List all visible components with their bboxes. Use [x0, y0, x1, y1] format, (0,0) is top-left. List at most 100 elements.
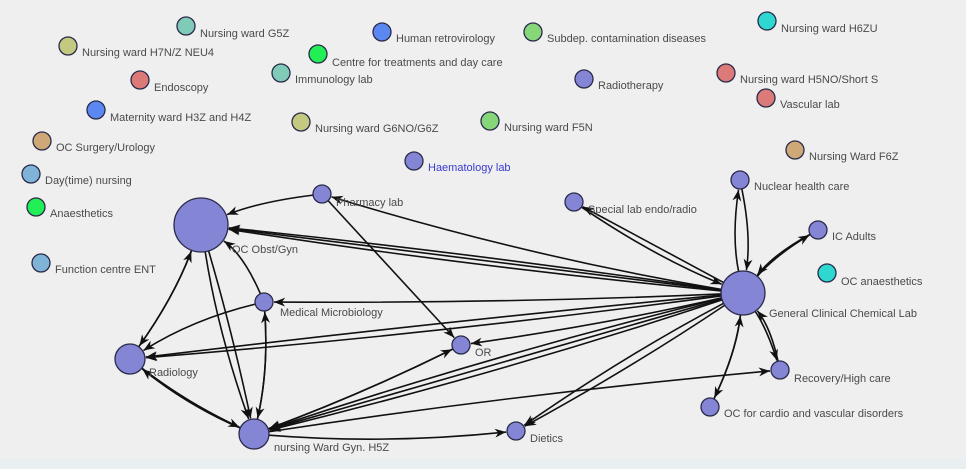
- node-circle[interactable]: [506, 421, 526, 441]
- edge-obgyn-to-h5z[interactable]: [204, 251, 250, 420]
- node-circle[interactable]: [86, 100, 106, 120]
- node-ocsu[interactable]: OC Surgery/Urology: [32, 131, 156, 154]
- edge-gccl-to-recov[interactable]: [754, 310, 778, 361]
- node-circle[interactable]: [21, 164, 41, 184]
- node-circle[interactable]: [114, 343, 146, 375]
- node-circle[interactable]: [271, 63, 291, 83]
- edge-micro-to-obgyn[interactable]: [223, 240, 262, 295]
- node-ocan[interactable]: OC anaesthetics: [817, 263, 923, 288]
- edge-gccl-to-radio[interactable]: [145, 295, 722, 362]
- node-circle[interactable]: [574, 69, 594, 89]
- node-circle[interactable]: [480, 111, 500, 131]
- edge-h5z-to-micro[interactable]: [256, 311, 271, 420]
- edge-h5z-to-diet[interactable]: [268, 428, 507, 440]
- edge-gccl-to-spec[interactable]: [582, 206, 725, 284]
- node-day[interactable]: Day(time) nursing: [21, 164, 132, 187]
- node-circle[interactable]: [756, 88, 776, 108]
- node-circle[interactable]: [564, 192, 584, 212]
- node-f5n[interactable]: Nursing ward F5N: [480, 111, 593, 134]
- edge-gccl-to-nucl[interactable]: [732, 189, 742, 272]
- node-circle[interactable]: [700, 397, 720, 417]
- node-circle[interactable]: [31, 253, 51, 273]
- edge-gccl-to-h5z[interactable]: [269, 298, 723, 431]
- node-h6zu[interactable]: Nursing ward H6ZU: [757, 11, 878, 35]
- node-fent[interactable]: Function centre ENT: [31, 253, 156, 276]
- node-circle[interactable]: [58, 36, 78, 56]
- node-subd[interactable]: Subdep. contamination diseases: [523, 22, 706, 45]
- node-ctdc[interactable]: Centre for treatments and day care: [308, 44, 503, 69]
- edge-gccl-to-or[interactable]: [470, 297, 722, 347]
- node-circle[interactable]: [130, 70, 150, 90]
- edge-radio-to-obgyn[interactable]: [138, 250, 192, 348]
- edge-icad-to-gccl[interactable]: [756, 233, 811, 276]
- node-diet[interactable]: Dietics: [506, 421, 564, 445]
- node-haem[interactable]: Haematology lab: [404, 151, 511, 174]
- node-circle[interactable]: [523, 22, 543, 42]
- edge-pharm-to-obgyn[interactable]: [226, 194, 314, 216]
- node-f6z[interactable]: Nursing Ward F6Z: [785, 140, 899, 163]
- edge-or-to-h5z[interactable]: [268, 348, 454, 430]
- edge-recov-to-gccl[interactable]: [756, 310, 779, 362]
- node-circle[interactable]: [720, 270, 766, 316]
- node-h7n[interactable]: Nursing ward H7N/Z NEU4: [58, 36, 214, 59]
- node-circle[interactable]: [372, 22, 392, 42]
- edge-h5z-to-radio[interactable]: [141, 368, 241, 429]
- node-circle[interactable]: [291, 112, 311, 132]
- node-mat[interactable]: Maternity ward H3Z and H4Z: [86, 100, 251, 124]
- node-circle[interactable]: [404, 151, 424, 171]
- node-circle[interactable]: [254, 292, 274, 312]
- node-micro[interactable]: Medical Microbiology: [254, 292, 383, 319]
- node-h5z[interactable]: nursing Ward Gyn. H5Z: [238, 418, 389, 454]
- node-circle[interactable]: [785, 140, 805, 160]
- node-anae[interactable]: Anaesthetics: [26, 197, 113, 220]
- node-circle[interactable]: [308, 44, 328, 64]
- node-circle[interactable]: [173, 197, 229, 253]
- edge-gccl-to-obgyn[interactable]: [228, 225, 722, 292]
- edge-gccl-to-diet[interactable]: [524, 304, 726, 427]
- node-imm[interactable]: Immunology lab: [271, 63, 373, 86]
- node-circle[interactable]: [238, 418, 270, 450]
- node-radt[interactable]: Radiotherapy: [574, 69, 664, 92]
- edge-spec-to-gccl[interactable]: [580, 206, 723, 285]
- edge-occv-to-gccl[interactable]: [713, 315, 744, 400]
- node-obgyn[interactable]: OC Obst/Gyn: [173, 197, 298, 256]
- node-vasc[interactable]: Vascular lab: [756, 88, 840, 111]
- node-recov[interactable]: Recovery/High care: [770, 360, 891, 385]
- node-circle[interactable]: [716, 63, 736, 83]
- edge-gccl-to-micro[interactable]: [273, 293, 722, 307]
- edge-gccl-to-diet[interactable]: [523, 302, 724, 426]
- edge-h5z-to-recov[interactable]: [268, 367, 771, 433]
- node-circle[interactable]: [32, 131, 52, 151]
- node-circle[interactable]: [26, 197, 46, 217]
- node-nucl[interactable]: Nuclear health care: [730, 170, 849, 193]
- node-icad[interactable]: IC Adults: [808, 220, 877, 243]
- node-or[interactable]: OR: [451, 335, 492, 359]
- edge-gccl-to-radio[interactable]: [145, 294, 722, 361]
- node-gccl[interactable]: General Clinical Chemical Lab: [720, 270, 917, 320]
- node-g5z[interactable]: Nursing ward G5Z: [176, 16, 290, 40]
- edge-gccl-to-obgyn[interactable]: [228, 226, 722, 292]
- edge-obgyn-to-h5z[interactable]: [207, 250, 253, 419]
- edge-gccl-to-h5z[interactable]: [268, 297, 722, 430]
- node-endo[interactable]: Endoscopy: [130, 70, 209, 94]
- node-circle[interactable]: [817, 263, 837, 283]
- edge-nucl-to-gccl[interactable]: [741, 188, 753, 271]
- node-circle[interactable]: [808, 220, 828, 240]
- edge-gccl-to-pharm[interactable]: [331, 195, 722, 291]
- edge-gccl-to-obgyn[interactable]: [228, 224, 722, 291]
- node-circle[interactable]: [730, 170, 750, 190]
- node-spec[interactable]: Special lab endo/radio: [564, 192, 697, 216]
- node-circle[interactable]: [176, 16, 196, 36]
- node-circle[interactable]: [312, 184, 332, 204]
- node-circle[interactable]: [770, 360, 790, 380]
- node-circle[interactable]: [757, 11, 777, 31]
- edge-pharm-to-or[interactable]: [327, 200, 455, 339]
- node-g6no[interactable]: Nursing ward G6NO/G6Z: [291, 112, 439, 135]
- node-pharm[interactable]: Pharmacy lab: [312, 184, 403, 209]
- node-radio[interactable]: Radiology: [114, 343, 198, 379]
- node-circle[interactable]: [451, 335, 471, 355]
- edge-gccl-to-h5z[interactable]: [269, 299, 723, 432]
- edge-gccl-to-icad[interactable]: [756, 234, 810, 277]
- edge-gccl-to-occv[interactable]: [713, 314, 742, 399]
